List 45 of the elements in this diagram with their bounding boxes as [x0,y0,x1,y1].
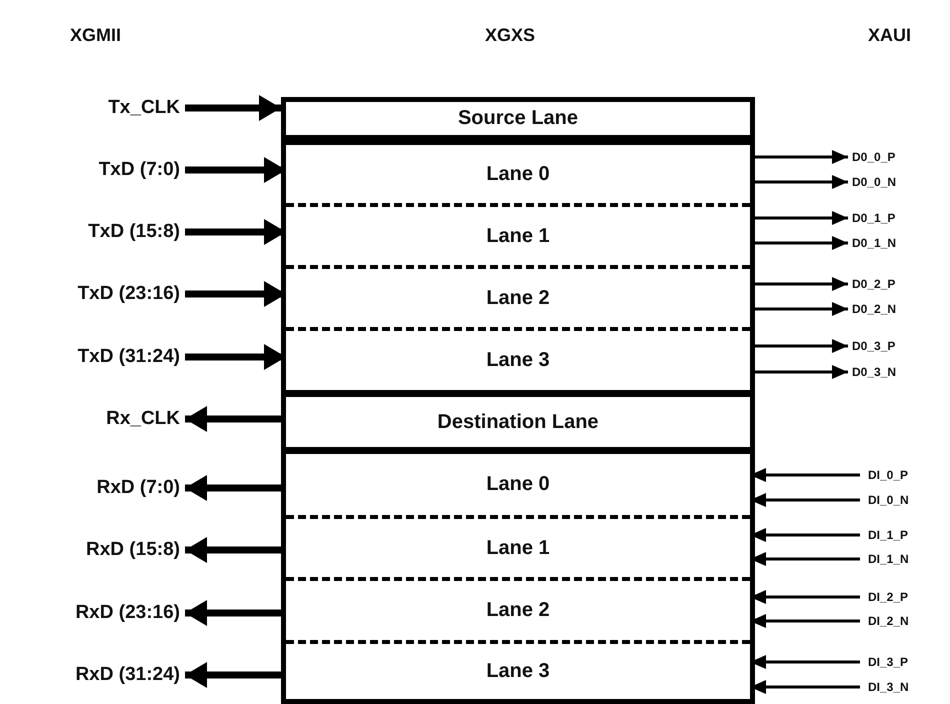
signal-label: TxD (15:8) [20,220,180,244]
signal-label: DI_0_P [868,467,946,483]
signal-label: D0_1_P [852,210,942,226]
signal-label: DI_1_N [868,551,946,567]
signal-label: D0_2_N [852,301,942,317]
lane-label: Lane 0 [486,473,550,496]
signal-label: D0_2_P [852,276,942,292]
lane-box [281,392,755,452]
lane-box [281,97,755,140]
signal-label: DI_3_N [868,679,946,695]
signal-label: DI_2_P [868,589,946,605]
lane-label: Lane 3 [486,660,550,683]
signal-label: RxD (31:24) [20,663,180,687]
lane-label: Lane 3 [486,349,550,372]
signal-label: DI_2_N [868,613,946,629]
column-heading: XGMII [70,25,122,46]
lane-label: Lane 1 [486,224,550,248]
signal-label: TxD (31:24) [20,345,180,369]
signal-label: DI_1_P [868,527,946,543]
signal-label: RxD (7:0) [20,476,180,500]
signal-label: RxD (23:16) [20,601,180,625]
lane-label: Lane 0 [486,162,550,186]
lane-label: Destination Lane [437,410,599,434]
signal-label: Tx_CLK [20,96,180,120]
signal-label: D0_0_P [852,149,942,165]
column-heading: XAUI [868,25,912,46]
lane-group-box [281,449,755,704]
signal-arrow [185,95,281,121]
signal-label: D0_3_P [852,338,942,354]
column-heading: XGXS [485,25,536,46]
signal-label: D0_0_N [852,174,942,190]
signal-label: D0_1_N [852,235,942,251]
signal-label: RxD (15:8) [20,538,180,562]
signal-arrow [185,406,281,432]
signal-label: DI_3_P [868,654,946,670]
lane-label: Lane 1 [486,536,550,560]
lane-label: Lane 2 [486,599,550,622]
signal-label: TxD (7:0) [20,158,180,182]
signal-label: TxD (23:16) [20,282,180,306]
lane-label: Source Lane [458,107,578,130]
lane-group-box [281,140,755,395]
signal-label: D0_3_N [852,364,942,380]
signal-label: Rx_CLK [20,407,180,431]
lane-label: Lane 2 [486,286,550,310]
signal-label: DI_0_N [868,492,946,508]
